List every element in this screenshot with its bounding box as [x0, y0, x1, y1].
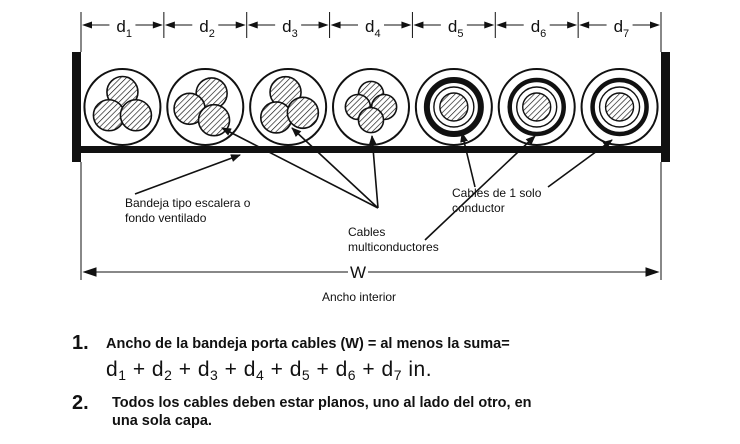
formula-term-5: d5 [289, 358, 311, 383]
formula-operator: + [126, 358, 152, 381]
dimension-arrow-5 [413, 21, 495, 29]
formula-term-1: d1 [106, 358, 127, 383]
dimension-arrow-3 [247, 21, 329, 29]
formula-term-7: d7 [381, 358, 403, 383]
tray-type-label: Bandeja tipo escalera o fondo ventilado [125, 196, 251, 225]
cable-2 [166, 68, 245, 146]
inner-width-label: Ancho interior [322, 290, 397, 304]
tray-bottom [81, 146, 661, 153]
arrow-multi-1 [221, 127, 379, 209]
rule-1-number: 1. [72, 332, 89, 354]
width-dimension [80, 162, 662, 280]
dimension-labels: d1 d2 d3 d4 d5 d6 d7 [116, 17, 629, 40]
tray-left-wall [72, 52, 81, 162]
formula-term-3: d3 [197, 358, 219, 383]
cable-7 [580, 68, 659, 146]
tray-right-wall [661, 52, 670, 162]
formula-operator: + [264, 358, 290, 381]
width-label: W [350, 263, 366, 282]
dimension-arrow-6 [496, 21, 578, 29]
rule-2-text: Todos los cables deben estar planos, uno… [112, 395, 532, 429]
dimension-arrow-2 [164, 21, 246, 29]
dimension-arrow-7 [579, 21, 660, 29]
dimension-label-4: d4 [365, 17, 381, 40]
dimension-label-5: d5 [448, 17, 464, 40]
dimension-arrows [82, 21, 660, 29]
dimension-label-1: d1 [116, 17, 132, 40]
rule-2-number: 2. [72, 392, 89, 414]
formula-operator: + [172, 358, 198, 381]
arrow-multi-2 [291, 127, 379, 209]
width-formula: d1 + d2 + d3 + d4 + d5 + d6 + d7 in. [106, 358, 432, 383]
formula-term-2: d2 [151, 358, 173, 383]
cable-5 [414, 68, 493, 146]
cable-3 [249, 68, 328, 146]
formula-unit: in. [402, 358, 433, 381]
arrow-single-2 [460, 132, 476, 188]
multiconductor-label: Cables multiconductores [348, 225, 439, 254]
arrow-multi-3 [368, 135, 379, 209]
dimension-arrow-1 [82, 21, 163, 29]
cable-4 [332, 68, 410, 146]
formula-term-6: d6 [335, 358, 357, 383]
arrow-single-3 [547, 139, 613, 188]
rule-1-text: Ancho de la bandeja porta cables (W) = a… [106, 336, 510, 352]
formula-operator: + [356, 358, 382, 381]
dimension-arrow-4 [330, 21, 412, 29]
dimension-label-3: d3 [282, 17, 298, 40]
dimension-ticks [80, 12, 662, 52]
dimension-label-2: d2 [199, 17, 215, 40]
cable-6 [497, 68, 576, 146]
formula-operator: + [310, 358, 336, 381]
dimension-label-6: d6 [531, 17, 547, 40]
cable-tray-diagram: d1 d2 d3 d4 d5 d6 d7 W [72, 12, 670, 282]
arrow-single-1 [424, 135, 536, 241]
cables [83, 68, 659, 146]
cable-1 [83, 68, 162, 146]
formula-term-4: d4 [243, 358, 265, 383]
formula-operator: + [218, 358, 244, 381]
arrow-tray [134, 154, 241, 195]
dimension-label-7: d7 [614, 17, 630, 40]
callout-arrows [134, 127, 613, 241]
single-conductor-label: Cables de 1 solo conductor [452, 186, 542, 215]
